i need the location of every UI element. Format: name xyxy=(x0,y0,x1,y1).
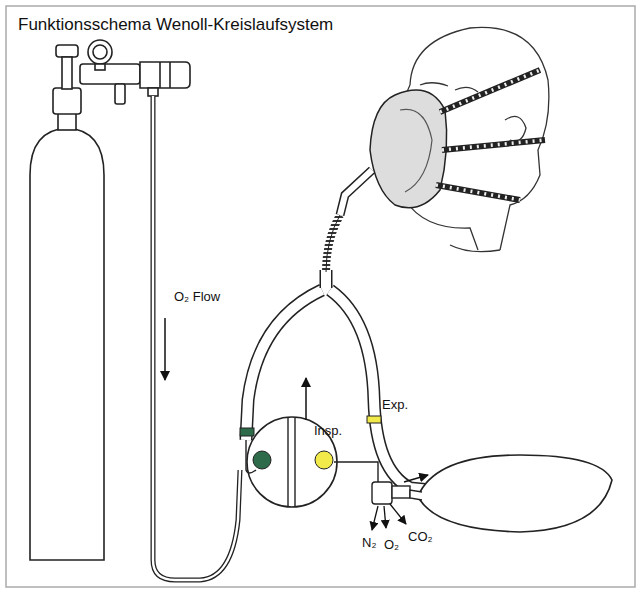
green-valve xyxy=(253,451,271,469)
flow-arrow xyxy=(404,475,428,482)
flow-arrow xyxy=(164,318,166,380)
exhaust-arrow xyxy=(390,504,406,524)
part-label: O₂ Flow xyxy=(174,290,220,304)
absorber-canister xyxy=(246,417,378,507)
oxygen-hose xyxy=(153,96,240,580)
part-label: Exp. xyxy=(382,398,408,412)
part-label: CO₂ xyxy=(408,530,433,544)
green-ring xyxy=(240,428,254,436)
oxygen-cylinder xyxy=(30,40,190,560)
oxygen-hose xyxy=(153,96,240,580)
yellow-ring xyxy=(367,416,381,423)
part-label: Insp. xyxy=(314,424,342,438)
diagram-title: Funktionsschema Wenoll-Kreislaufsystem xyxy=(18,16,333,35)
corrugated-tube xyxy=(326,215,340,272)
exhaust-arrow xyxy=(384,506,386,528)
face-mask xyxy=(340,70,545,215)
yellow-valve xyxy=(315,451,333,469)
part-label: O₂ xyxy=(384,538,399,552)
breathing-bag xyxy=(420,455,612,532)
exhaust-arrow xyxy=(372,506,378,530)
corrugated-tube xyxy=(326,215,340,272)
frame xyxy=(6,6,635,587)
part-label: N₂ xyxy=(362,536,376,550)
flow-arrow xyxy=(305,378,307,420)
relief-valve xyxy=(372,482,410,504)
bag-neck xyxy=(410,490,422,500)
